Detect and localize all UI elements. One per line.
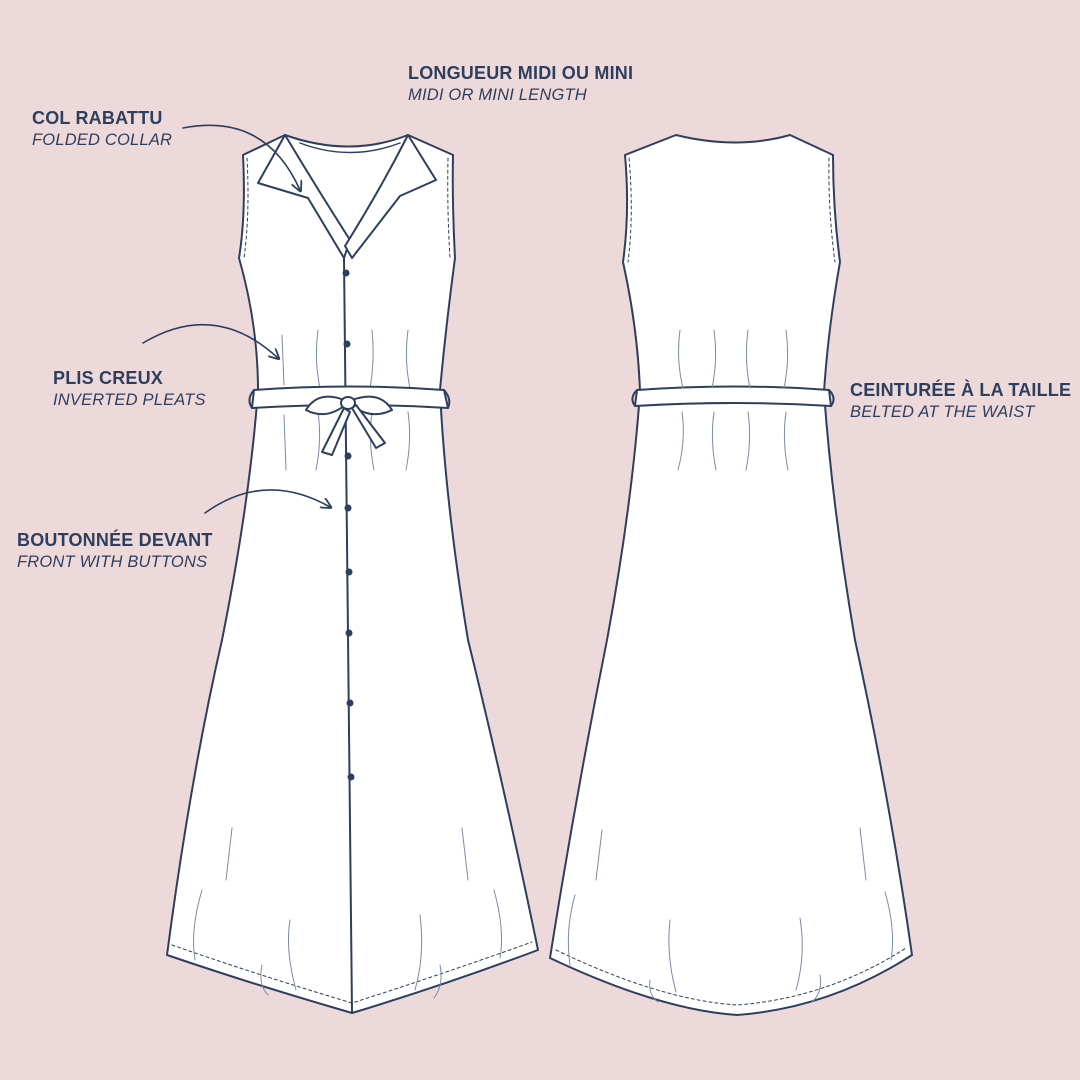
arrow-pleats <box>142 324 278 358</box>
button-7 <box>346 699 354 707</box>
label-collar-fr: COL RABATTU <box>32 108 163 128</box>
back-view <box>549 134 913 1016</box>
label-pleats-en: INVERTED PLEATS <box>53 391 206 409</box>
back-hem-stitch <box>555 947 907 1006</box>
back-skirt-folds <box>567 827 894 1003</box>
label-buttons-fr: BOUTONNÉE DEVANT <box>17 530 213 550</box>
button-6 <box>345 629 353 637</box>
button-2 <box>343 340 351 348</box>
label-length: LONGUEUR MIDI OU MINI MIDI OR MINI LENGT… <box>408 62 633 106</box>
label-buttons-en: FRONT WITH BUTTONS <box>17 553 208 571</box>
label-pleats: PLIS CREUX INVERTED PLEATS <box>53 367 206 411</box>
back-belt <box>634 385 832 407</box>
front-hem-stitch <box>171 941 533 1004</box>
label-collar: COL RABATTU FOLDED COLLAR <box>32 107 172 151</box>
front-bow-tail-left <box>321 407 351 456</box>
front-armhole-stitch-left <box>243 157 249 259</box>
back-armhole-stitch-left <box>627 157 632 263</box>
button-4 <box>344 504 352 512</box>
back-belt-loop-left <box>631 389 638 407</box>
annotation-arrows <box>142 124 330 514</box>
front-bow-knot <box>340 396 356 410</box>
front-bow-left <box>305 395 345 416</box>
front-collar-right <box>344 134 437 259</box>
label-collar-en: FOLDED COLLAR <box>32 131 173 149</box>
back-belt-loop-right <box>828 389 835 407</box>
label-belt: CEINTURÉE À LA TAILLE BELTED AT THE WAIS… <box>850 379 1071 423</box>
front-back-neckline <box>299 142 401 154</box>
label-buttons: BOUTONNÉE DEVANT FRONT WITH BUTTONS <box>17 529 213 573</box>
label-belt-en: BELTED AT THE WAIST <box>850 403 1035 421</box>
back-pleats <box>677 329 789 471</box>
front-view <box>166 134 539 1014</box>
button-8 <box>347 773 355 781</box>
label-length-fr: LONGUEUR MIDI OU MINI <box>408 63 634 83</box>
front-skirt-folds <box>193 827 503 999</box>
button-3 <box>344 452 352 460</box>
back-dress-outline <box>549 134 913 1016</box>
front-dress-outline <box>166 134 539 1014</box>
front-belt-loop-right <box>443 389 451 409</box>
front-armhole-stitch-right <box>447 157 451 259</box>
arrow-buttons <box>204 489 330 514</box>
label-length-en: MIDI OR MINI LENGTH <box>408 86 587 104</box>
front-buttons <box>342 269 355 781</box>
button-1 <box>342 269 350 277</box>
back-armhole-stitch-right <box>828 157 836 263</box>
label-pleats-fr: PLIS CREUX <box>53 368 164 388</box>
button-5 <box>345 568 353 576</box>
front-belt-loop-left <box>248 389 255 409</box>
front-pleats-upper <box>281 329 411 389</box>
arrow-collar <box>182 124 300 190</box>
label-belt-fr: CEINTURÉE À LA TAILLE <box>850 380 1072 400</box>
